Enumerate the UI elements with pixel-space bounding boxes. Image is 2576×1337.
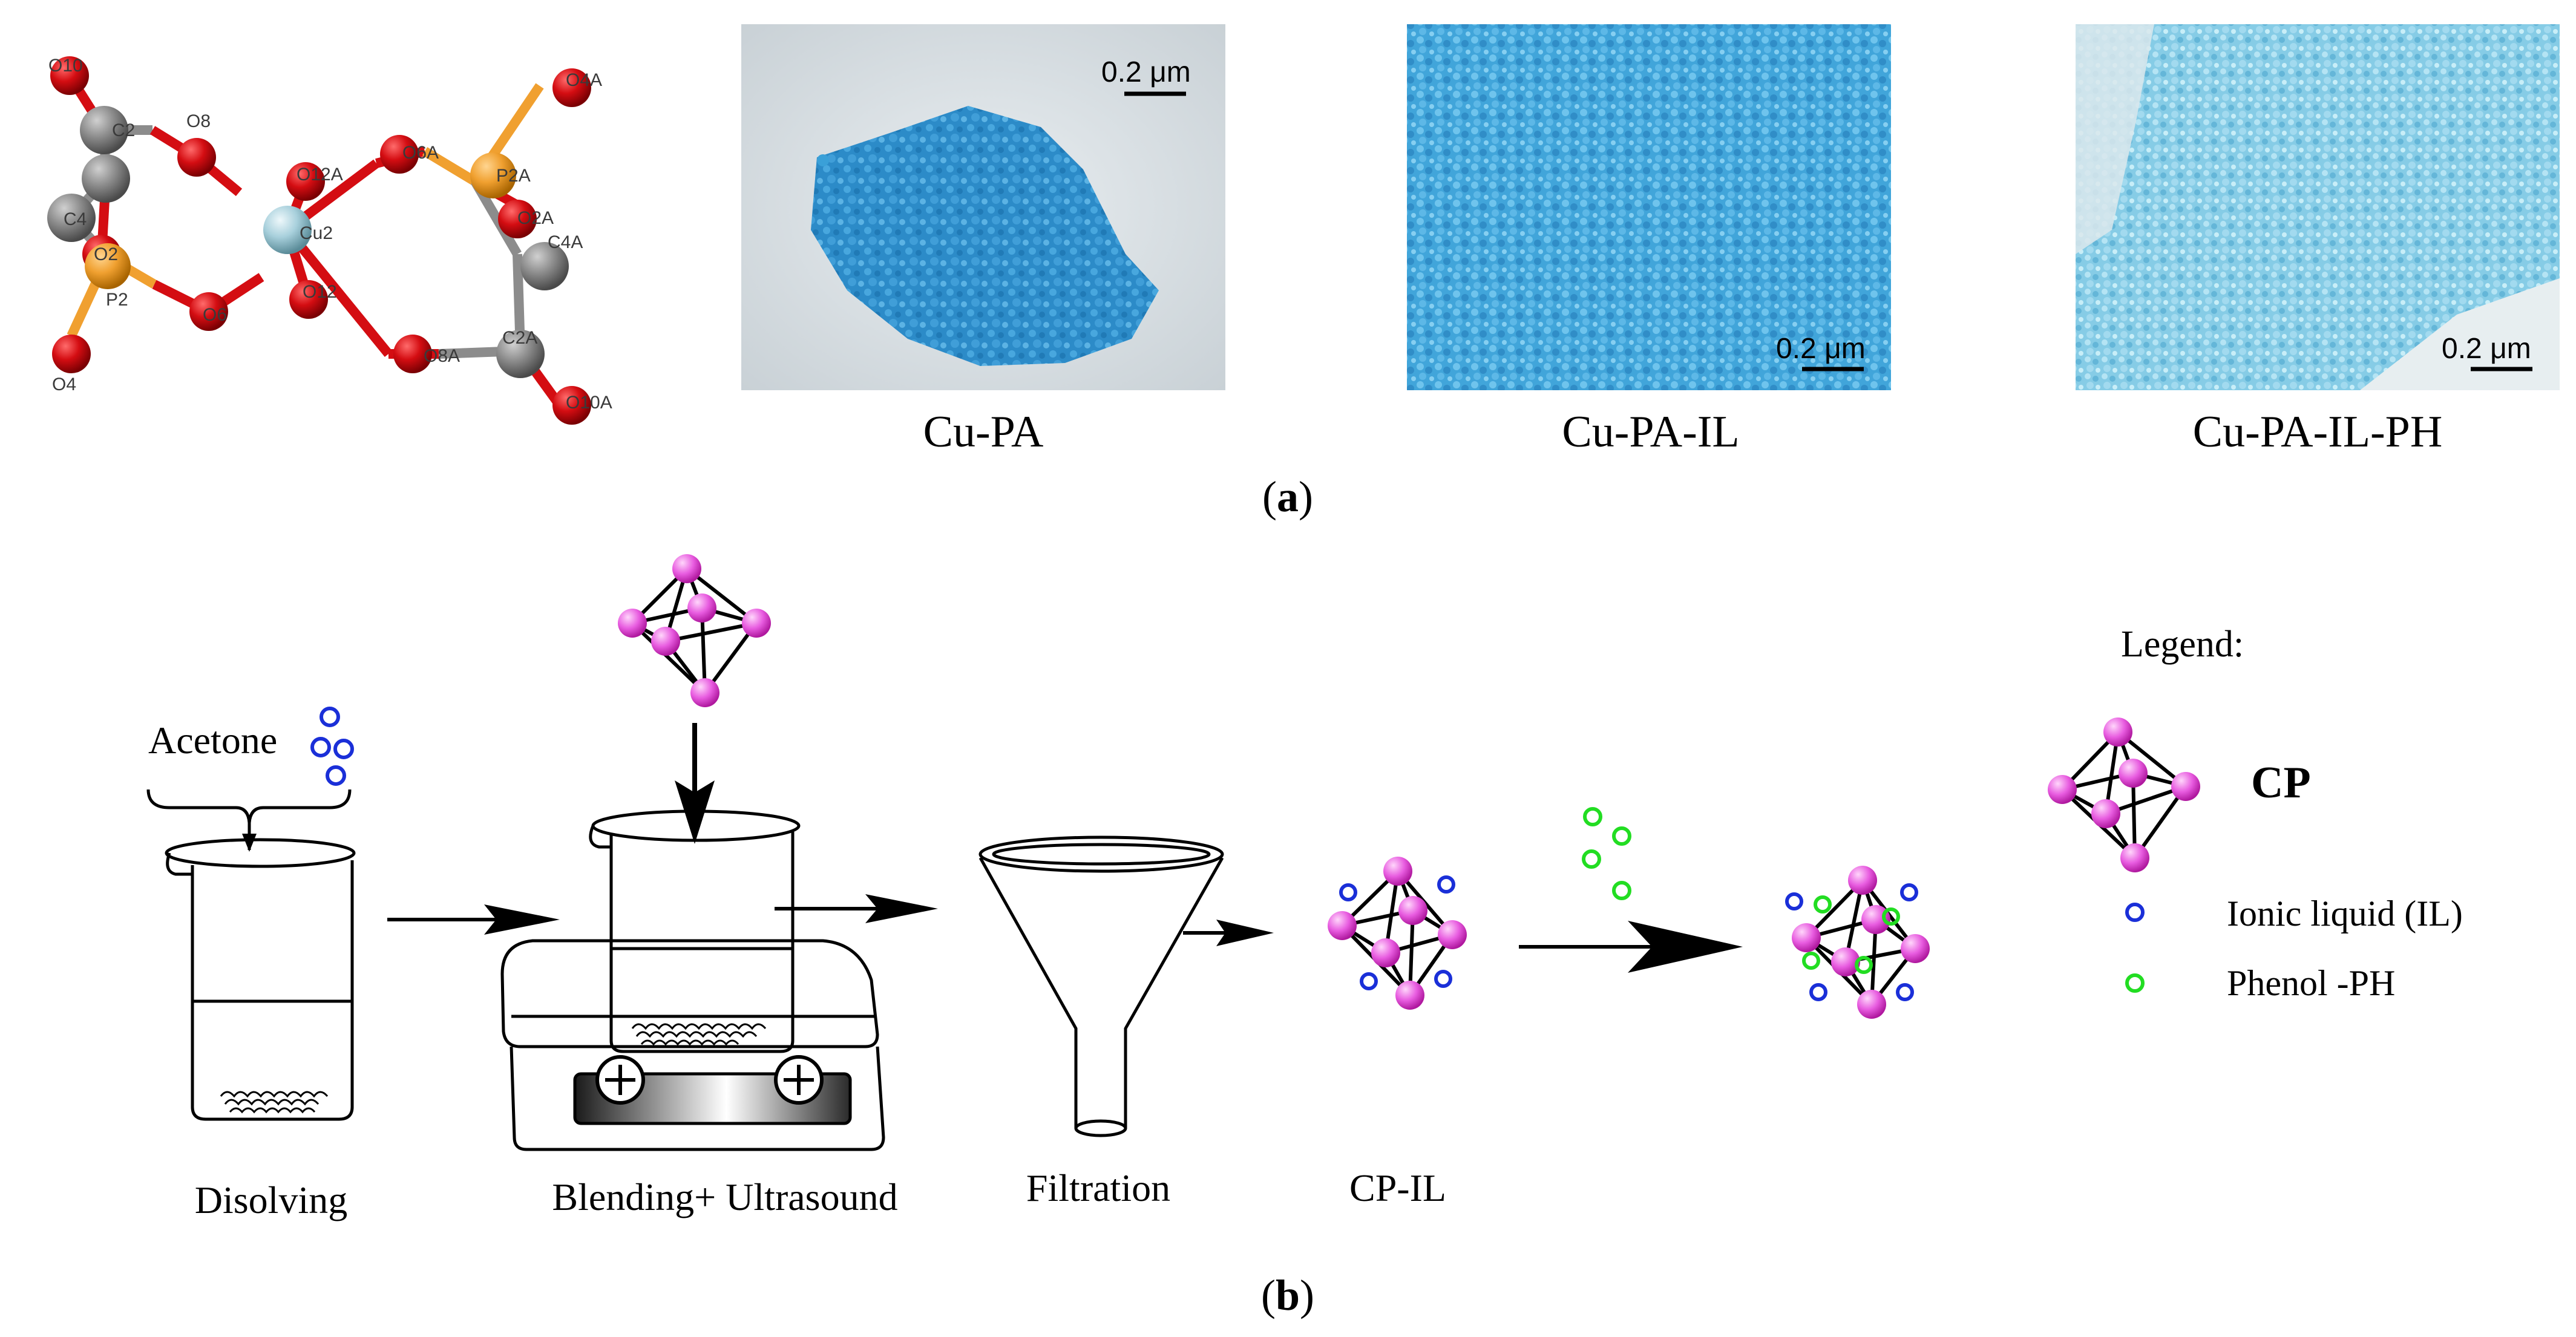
legend-phenol-symbol	[2125, 973, 2145, 993]
arrow-cp-into-beaker	[675, 723, 715, 844]
atom-label-o8: O8	[186, 111, 211, 131]
atom-label-o10a: O10A	[566, 393, 612, 413]
acetone-label: Acetone	[148, 719, 277, 762]
scale-label: 0.2 μm	[1101, 56, 1191, 88]
atom-label-o8a: O8A	[424, 346, 460, 366]
atom-label-o4a: O4A	[566, 70, 602, 90]
scale-label: 0.2 μm	[1776, 333, 1866, 365]
atom-label-o2: O2	[94, 244, 118, 264]
acetone-brace	[146, 789, 352, 823]
atom-label-p2: P2	[106, 290, 128, 310]
panel-b-label: (b)	[1261, 1271, 1314, 1319]
legend-phenol-label: Phenol -PH	[2227, 963, 2395, 1003]
micrograph-cu-pa: 0.2 μm	[741, 24, 1225, 390]
atom-label-o6: O6	[203, 305, 227, 325]
step-cp-il-label: CP-IL	[1349, 1166, 1446, 1209]
atom-label-c4a: C4A	[548, 232, 583, 252]
arrow-to-blending	[387, 904, 560, 935]
step-dissolving-label: Disolving	[195, 1178, 347, 1221]
legend-cp-label: CP	[2251, 758, 2311, 808]
atom-label-o12a: O12A	[297, 165, 343, 185]
micrograph-cu-pa-il-ph: 0.2 μm	[2076, 24, 2560, 390]
atom-label-cu2: Cu2	[300, 223, 333, 243]
caption-cu-pa-il-ph: Cu-PA-IL-PH	[2193, 407, 2443, 457]
atom-label-c2a: C2A	[502, 328, 537, 348]
acetone-molecules	[310, 707, 354, 786]
cp-il-cluster	[1328, 857, 1467, 1010]
arrow-to-filtration	[775, 894, 938, 923]
arrow-to-cp-il	[1183, 920, 1274, 946]
step-blending-label: Blending+ Ultrasound	[552, 1175, 897, 1218]
atom-label-c2: C2	[112, 120, 135, 140]
cp-molecule-top	[618, 554, 771, 707]
panel-a-label: (a)	[1262, 472, 1313, 521]
knob-left	[595, 1055, 645, 1105]
legend-ionic-liquid-symbol	[2125, 903, 2145, 922]
atom-label-o2a: O2A	[517, 208, 554, 228]
dissolving-beaker	[165, 838, 356, 1121]
atom-label-c4: C4	[64, 209, 87, 229]
molecular-structure: O10 C2 O8 C4 O2 P2 O6 O4 O12A Cu2 O12 O6…	[47, 56, 612, 425]
legend-cp-symbol	[2048, 718, 2200, 872]
atom-label-o12: O12	[303, 282, 337, 302]
atom-label-o10: O10	[48, 56, 83, 76]
blending-beaker	[589, 809, 801, 1053]
caption-cu-pa: Cu-PA	[923, 407, 1044, 457]
ultrasound-hotplate	[500, 939, 885, 1151]
scale-label: 0.2 μm	[2442, 333, 2531, 365]
phenol-molecules	[1582, 807, 1631, 900]
filtration-funnel	[978, 835, 1224, 1137]
atom-label-o6a: O6A	[402, 143, 439, 163]
legend-title: Legend:	[2121, 624, 2244, 665]
powder-1	[220, 1091, 329, 1114]
atom-label-o4: O4	[52, 374, 76, 394]
knob-right	[774, 1055, 824, 1105]
caption-cu-pa-il: Cu-PA-IL	[1562, 407, 1739, 457]
cp-il-ph-cluster	[1785, 866, 1930, 1019]
arrow-to-cp-il-ph	[1519, 921, 1743, 973]
legend-ionic-liquid-label: Ionic liquid (IL)	[2227, 894, 2463, 933]
powder-2	[631, 1023, 767, 1046]
micrograph-cu-pa-il: 0.2 μm	[1407, 24, 1891, 390]
atom-label-p2a: P2A	[496, 166, 531, 186]
step-filtration-label: Filtration	[1026, 1166, 1170, 1209]
